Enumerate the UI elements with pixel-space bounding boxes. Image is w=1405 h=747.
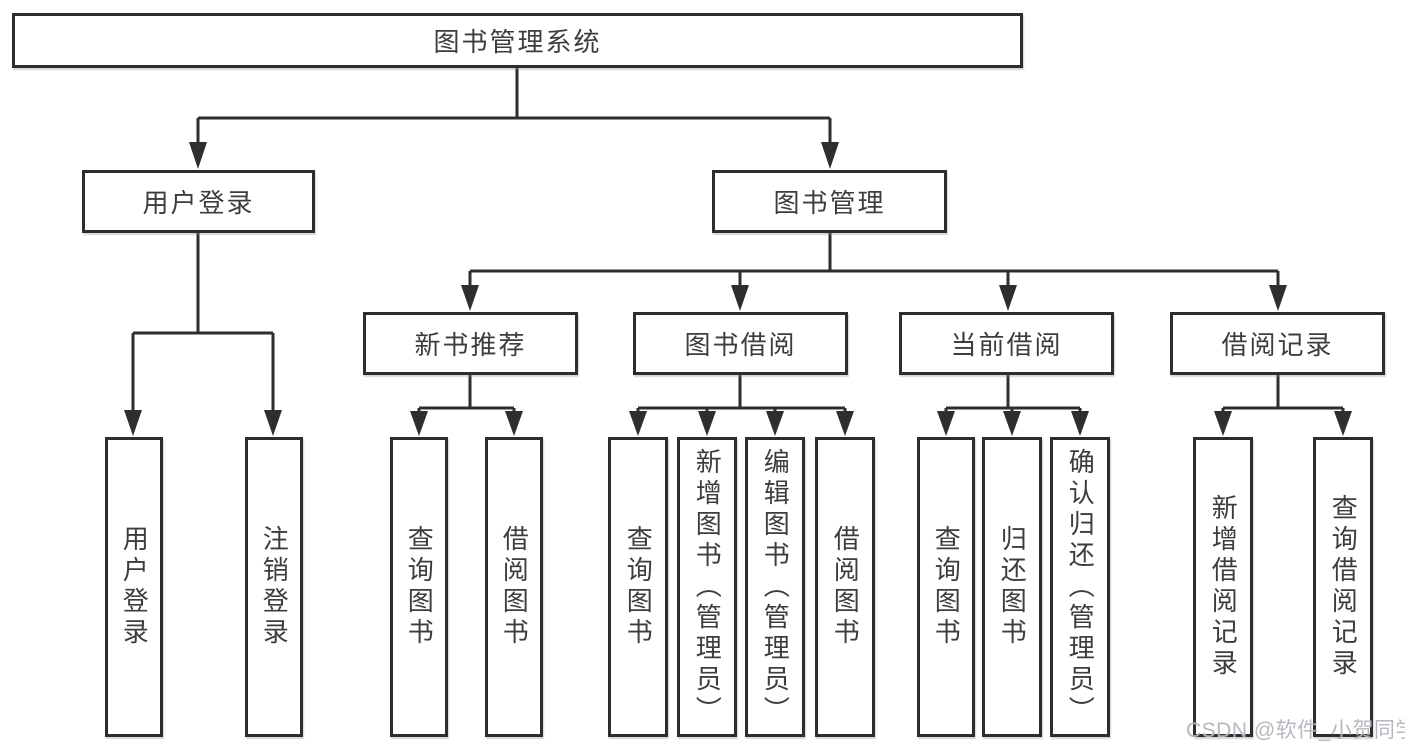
node-label: 查询图书 <box>931 525 962 649</box>
node-library-management-system: 图书管理系统 <box>12 13 1023 68</box>
node-label: 新增图书（管理员） <box>692 447 723 727</box>
leaf-edit-books-admin: 编辑图书（管理员） <box>745 437 805 737</box>
leaf-user-login: 用户登录 <box>105 437 163 737</box>
leaf-return-books: 归还图书 <box>982 437 1042 737</box>
node-book-management: 图书管理 <box>712 170 947 233</box>
node-label: 编辑图书（管理员） <box>760 447 791 727</box>
node-label: 借阅图书 <box>499 525 530 649</box>
node-borrowing-records: 借阅记录 <box>1170 312 1385 375</box>
node-label: 用户登录 <box>119 525 150 649</box>
node-label: 新增借阅记录 <box>1208 494 1239 680</box>
node-new-book-recommend: 新书推荐 <box>363 312 578 375</box>
node-label: 确认归还（管理员） <box>1065 447 1096 727</box>
leaf-confirm-return-admin: 确认归还（管理员） <box>1050 437 1110 737</box>
node-label: 注销登录 <box>259 525 290 649</box>
node-label: 查询图书 <box>623 525 654 649</box>
leaf-borrow-books-recommend: 借阅图书 <box>485 437 543 737</box>
leaf-logout: 注销登录 <box>245 437 303 737</box>
node-label: 新书推荐 <box>414 330 527 360</box>
node-label: 归还图书 <box>997 525 1028 649</box>
node-label: 当前借阅 <box>950 330 1063 360</box>
leaf-query-books-recommend: 查询图书 <box>390 437 448 737</box>
node-label: 借阅记录 <box>1221 330 1334 360</box>
node-label: 查询借阅记录 <box>1328 494 1359 680</box>
leaf-borrow-books: 借阅图书 <box>815 437 875 737</box>
leaf-query-borrow-record: 查询借阅记录 <box>1313 437 1373 737</box>
leaf-query-books-borrow: 查询图书 <box>608 437 668 737</box>
node-label: 借阅图书 <box>830 525 861 649</box>
leaf-add-borrow-record: 新增借阅记录 <box>1193 437 1253 737</box>
node-current-borrowing: 当前借阅 <box>899 312 1114 375</box>
node-user-login: 用户登录 <box>82 170 315 233</box>
node-label: 用户登录 <box>142 188 255 218</box>
node-label: 图书管理 <box>773 188 886 218</box>
node-label: 图书借阅 <box>684 330 797 360</box>
leaf-add-books-admin: 新增图书（管理员） <box>677 437 737 737</box>
leaf-query-books-current: 查询图书 <box>917 437 975 737</box>
node-book-borrowing: 图书借阅 <box>633 312 848 375</box>
node-label: 查询图书 <box>404 525 435 649</box>
csdn-watermark: CSDN @软件_小贺同学 <box>1186 719 1405 742</box>
node-label: 图书管理系统 <box>433 27 602 57</box>
arrowheads <box>124 142 1352 436</box>
